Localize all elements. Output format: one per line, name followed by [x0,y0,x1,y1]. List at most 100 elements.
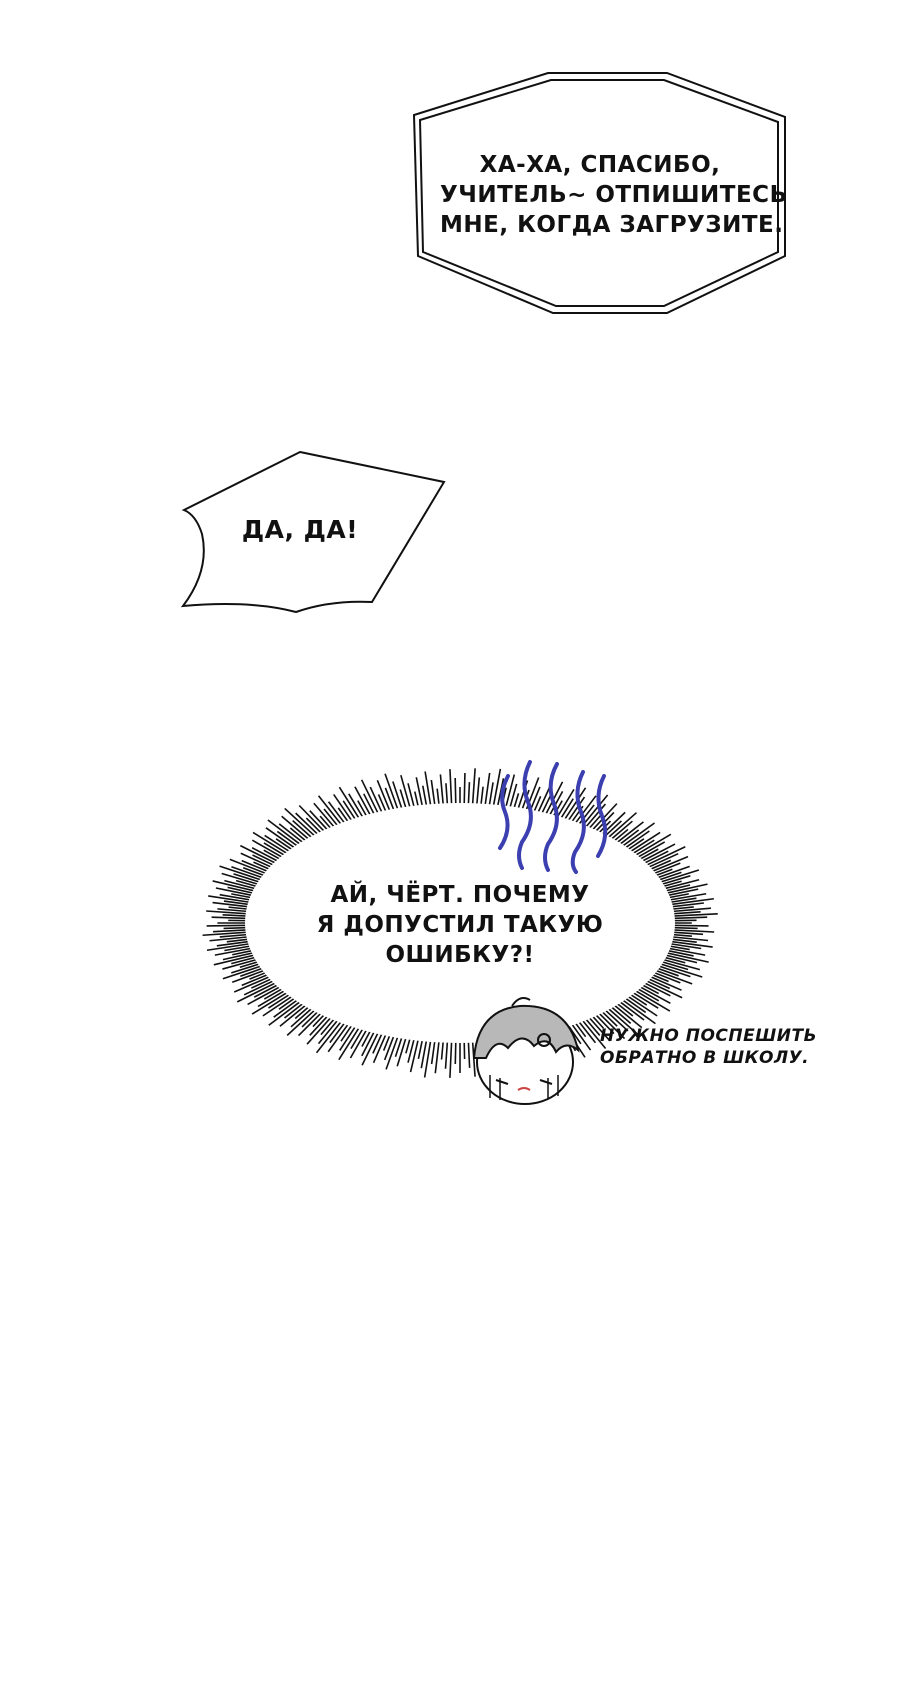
burst-line [665,947,706,956]
burst-line [222,958,260,970]
burst-line [454,778,457,808]
burst-line [295,812,321,837]
burst-line [286,1007,318,1036]
burst-line [317,795,344,828]
burst-line [315,1018,344,1054]
burst-line [663,951,709,963]
burst-line [434,1038,441,1074]
burst-line [369,786,384,816]
burst-line [219,893,254,902]
chibi-character-icon [472,997,580,1105]
burst-line [647,859,672,872]
burst-line [596,1010,626,1040]
burst-line [212,929,250,933]
burst-line [586,1014,611,1042]
burst-line [659,960,689,971]
burst-line [635,986,660,1002]
burst-line [301,1009,321,1028]
burst-line [407,1036,416,1063]
burst-line [309,1013,330,1036]
burst-line [611,1002,643,1029]
burst-line [643,978,683,999]
spiky-bubble-text: АЙ, ЧЁРТ. ПОЧЕМУ Я ДОПУСТИЛ ТАКУЮ ОШИБКУ… [300,880,620,970]
burst-line [667,942,702,950]
burst-line [566,796,586,824]
burst-line [206,910,250,915]
burst-line [396,1035,408,1067]
burst-line [632,988,671,1012]
burst-line [614,821,644,845]
burst-line [233,974,273,993]
burst-line [439,774,445,808]
burst-line [263,842,288,858]
burst-line [645,976,671,990]
burst-line [384,787,396,813]
burst-line [622,995,647,1014]
burst-line [376,780,392,814]
burst-line [632,833,672,858]
bubble-line: ДА, ДА! [241,515,359,544]
burst-line [229,858,269,876]
burst-line [670,913,718,917]
aside-caption-text: НУЖНО ПОСПЕШИТЬ ОБРАТНО В ШКОЛУ. [600,1025,817,1069]
burst-line [569,1021,592,1051]
burst-line [313,802,337,830]
burst-line [222,964,264,980]
burst-line [251,990,290,1015]
spiky-shout-bubble [202,768,718,1078]
burst-line [619,822,655,849]
burst-line [492,768,502,809]
burst-line [660,958,701,971]
burst-line [361,1028,377,1057]
bubble-line: АЙ, ЧЁРТ. ПОЧЕМУ [330,882,590,908]
burst-line [284,1001,306,1019]
burst-line [424,771,432,809]
burst-line [668,902,704,908]
burst-line [668,897,714,906]
burst-line [206,942,253,952]
burst-line [449,769,453,808]
burst-line [661,878,700,891]
burst-line [333,793,354,824]
burst-line [338,786,362,822]
bubble-line: МНЕ, КОГДА ЗАГРУЗИТЕ. [440,212,784,238]
burst-line [202,931,250,937]
burst-line [540,793,553,817]
burst-line [580,1017,607,1050]
burst-line [654,865,690,880]
burst-line [657,869,700,884]
burst-line [268,999,303,1026]
burst-line [605,812,637,840]
burst-line [670,924,709,927]
burst-line [213,953,258,966]
bubble-line: ОШИБКУ?! [385,942,535,968]
burst-line [233,873,263,884]
burst-line [641,850,669,866]
burst-line [558,798,574,822]
burst-line [265,827,298,851]
burst-line [555,788,575,821]
burst-line [385,1033,400,1070]
burst-line [637,984,671,1005]
burst-line [524,777,540,813]
burst-line [219,865,264,882]
burst-line [268,992,293,1009]
burst-line [327,801,347,826]
burst-line [445,783,449,808]
burst-line [223,926,250,930]
burst-line [488,782,494,809]
burst-line [649,855,689,874]
burst-line [504,774,516,810]
bubble-line: Я ДОПУСТИЛ ТАКУЮ [316,912,604,938]
burst-line [243,978,277,996]
burst-line [211,916,250,920]
burst-line [423,1037,432,1078]
burst-line [297,1010,324,1037]
burst-line [630,990,659,1009]
burst-line [264,834,293,854]
burst-line [654,966,679,977]
burst-line [662,953,698,964]
burst-line [392,781,404,812]
burst-line [617,829,640,847]
burst-line [251,976,275,989]
